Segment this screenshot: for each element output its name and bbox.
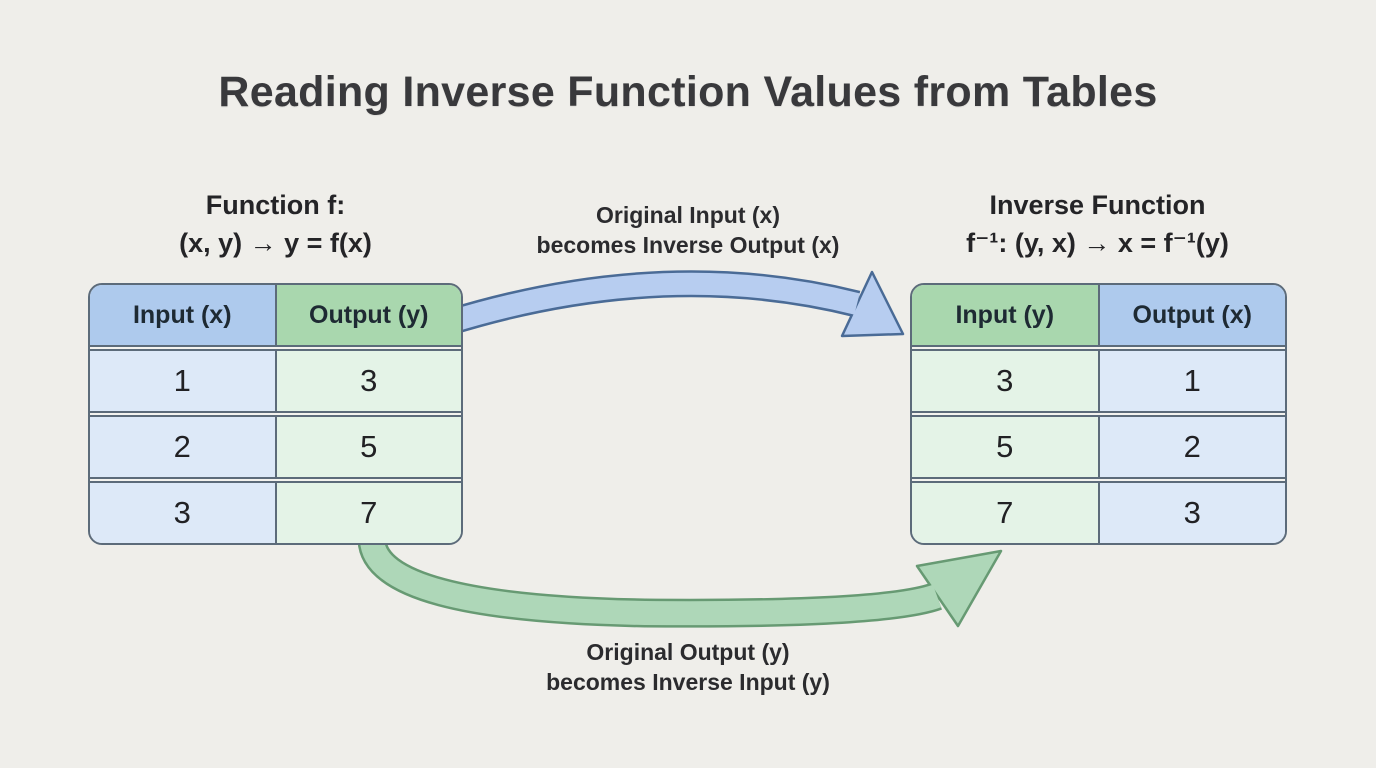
table-row: 1 3: [90, 349, 461, 413]
table-cell: 3: [1099, 483, 1285, 543]
table-row: 3 7: [90, 481, 461, 543]
column-header: Output (x): [1099, 285, 1285, 345]
table-cell: 7: [276, 483, 461, 543]
top-arrow-label-line2: becomes Inverse Output (x): [536, 232, 840, 258]
table-cell: 2: [90, 417, 277, 477]
table-cell: 5: [912, 417, 1100, 477]
table-cell: 1: [90, 351, 277, 411]
table-cell: 7: [912, 483, 1100, 543]
inverse-function-heading-line1: Inverse Function: [989, 190, 1206, 220]
table-cell: 3: [276, 351, 461, 411]
table-header-row: Input (x) Output (y): [90, 285, 461, 347]
top-arrow-label: Original Input (x) becomes Inverse Outpu…: [458, 200, 918, 260]
bottom-arrow-label-line2: becomes Inverse Input (y): [546, 669, 830, 695]
inverse-function-table: Input (y) Output (x) 3 1 5 2 7 3: [910, 283, 1287, 545]
table-cell: 5: [276, 417, 461, 477]
bottom-arrow-label: Original Output (y) becomes Inverse Inpu…: [458, 637, 918, 697]
table-header-row: Input (y) Output (x): [912, 285, 1285, 347]
table-row: 3 1: [912, 349, 1285, 413]
table-cell: 1: [1099, 351, 1285, 411]
bottom-arrow: [357, 537, 1003, 628]
table-cell: 3: [90, 483, 277, 543]
inverse-function-heading-line2: f⁻¹: (y, x) → x = f⁻¹(y): [966, 228, 1229, 258]
top-arrow-label-line1: Original Input (x): [596, 202, 780, 228]
top-arrow: [446, 270, 905, 338]
table-row: 5 2: [912, 415, 1285, 479]
page-title: Reading Inverse Function Values from Tab…: [218, 68, 1158, 116]
table-cell: 3: [912, 351, 1100, 411]
function-heading-line2: (x, y) → y = f(x): [179, 228, 372, 258]
column-header: Output (y): [276, 285, 461, 345]
function-table: Input (x) Output (y) 1 3 2 5 3 7: [88, 283, 463, 545]
table-row: 7 3: [912, 481, 1285, 543]
table-cell: 2: [1099, 417, 1285, 477]
column-header: Input (y): [912, 285, 1100, 345]
bottom-arrow-label-line1: Original Output (y): [586, 639, 790, 665]
function-heading: Function f: (x, y) → y = f(x): [88, 186, 463, 262]
inverse-function-heading: Inverse Function f⁻¹: (y, x) → x = f⁻¹(y…: [900, 186, 1295, 262]
table-row: 2 5: [90, 415, 461, 479]
column-header: Input (x): [90, 285, 277, 345]
function-heading-line1: Function f:: [205, 190, 346, 220]
